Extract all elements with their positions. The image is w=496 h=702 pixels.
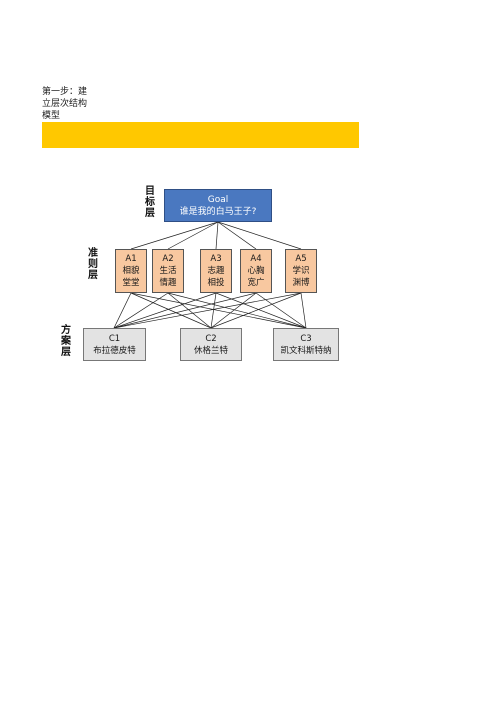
goal-criterion-connector [217,221,302,250]
criterion-node-a3: A3 志趣 相投 [200,249,232,293]
criterion-alternative-connector [113,292,169,329]
goal-criterion-connector [130,221,219,250]
goal-criterion-connector [215,221,219,250]
criterion-text: 生活 [159,266,177,276]
alternative-node-c3: C3 凯文科斯特纳 [273,328,339,361]
alternative-name: 休格兰特 [193,346,228,356]
criterion-node-a2: A2 生活 情趣 [152,249,184,293]
alternative-node-c2: C2 休格兰特 [180,328,242,361]
step-heading-line-2: 立层次结构 [42,99,88,109]
criterion-alternative-connector [113,292,132,329]
criterion-alternative-connector [113,292,302,329]
criterion-node-a1: A1 相貌 堂堂 [115,249,147,293]
criterion-code: A2 [162,254,174,264]
criterion-text: 志趣 [207,266,225,276]
criterion-text: 情趣 [159,278,177,288]
criterion-alternative-connector [113,292,257,329]
step-heading-line-1: 第一步：建 [42,87,88,97]
criterion-alternative-connector [300,292,307,329]
alternative-name: 布拉德皮特 [93,346,136,356]
criterion-text: 宽广 [247,278,265,288]
criterion-alternative-connector [210,292,302,329]
goal-node: Goal 谁是我的白马王子? [164,189,272,222]
alternative-code: C3 [300,334,312,344]
criterion-code: A3 [210,254,222,264]
step-heading: 第一步：建 立层次结构 模型 [42,86,112,122]
criterion-node-a4: A4 心胸 宽广 [240,249,272,293]
criterion-alternative-connector [113,292,217,329]
layer-label-criteria: 准则层 [88,248,98,281]
criterion-alternative-connector [167,292,212,329]
criterion-code: A1 [125,254,137,264]
criterion-code: A5 [295,254,307,264]
criterion-text: 渊博 [292,278,310,288]
goal-criterion-connector [167,221,219,250]
criterion-text: 学识 [292,266,310,276]
criterion-text: 相投 [207,278,225,288]
goal-code: Goal [207,195,229,205]
criterion-text: 堂堂 [122,278,140,288]
goal-text: 谁是我的白马王子? [179,207,257,217]
step-heading-line-3: 模型 [42,111,61,121]
highlight-band [42,122,359,148]
criterion-alternative-connector [130,292,307,329]
criterion-alternative-connector [130,292,212,329]
criterion-alternative-connector [167,292,307,329]
criterion-alternative-connector [210,292,257,329]
layer-label-alternatives: 方案层 [61,325,71,358]
alternative-name: 凯文科斯特纳 [280,346,332,356]
criterion-code: A4 [250,254,262,264]
criterion-alternative-connector [255,292,307,329]
layer-label-goal: 目标层 [145,186,155,219]
criterion-text: 心胸 [247,266,265,276]
alternative-node-c1: C1 布拉德皮特 [83,328,146,361]
criterion-alternative-connector [215,292,307,329]
criterion-text: 相貌 [122,266,140,276]
criterion-node-a5: A5 学识 渊博 [285,249,317,293]
criterion-alternative-connector [210,292,217,329]
goal-criterion-connector [217,221,257,250]
alternative-code: C1 [108,334,121,344]
alternative-code: C2 [205,334,217,344]
